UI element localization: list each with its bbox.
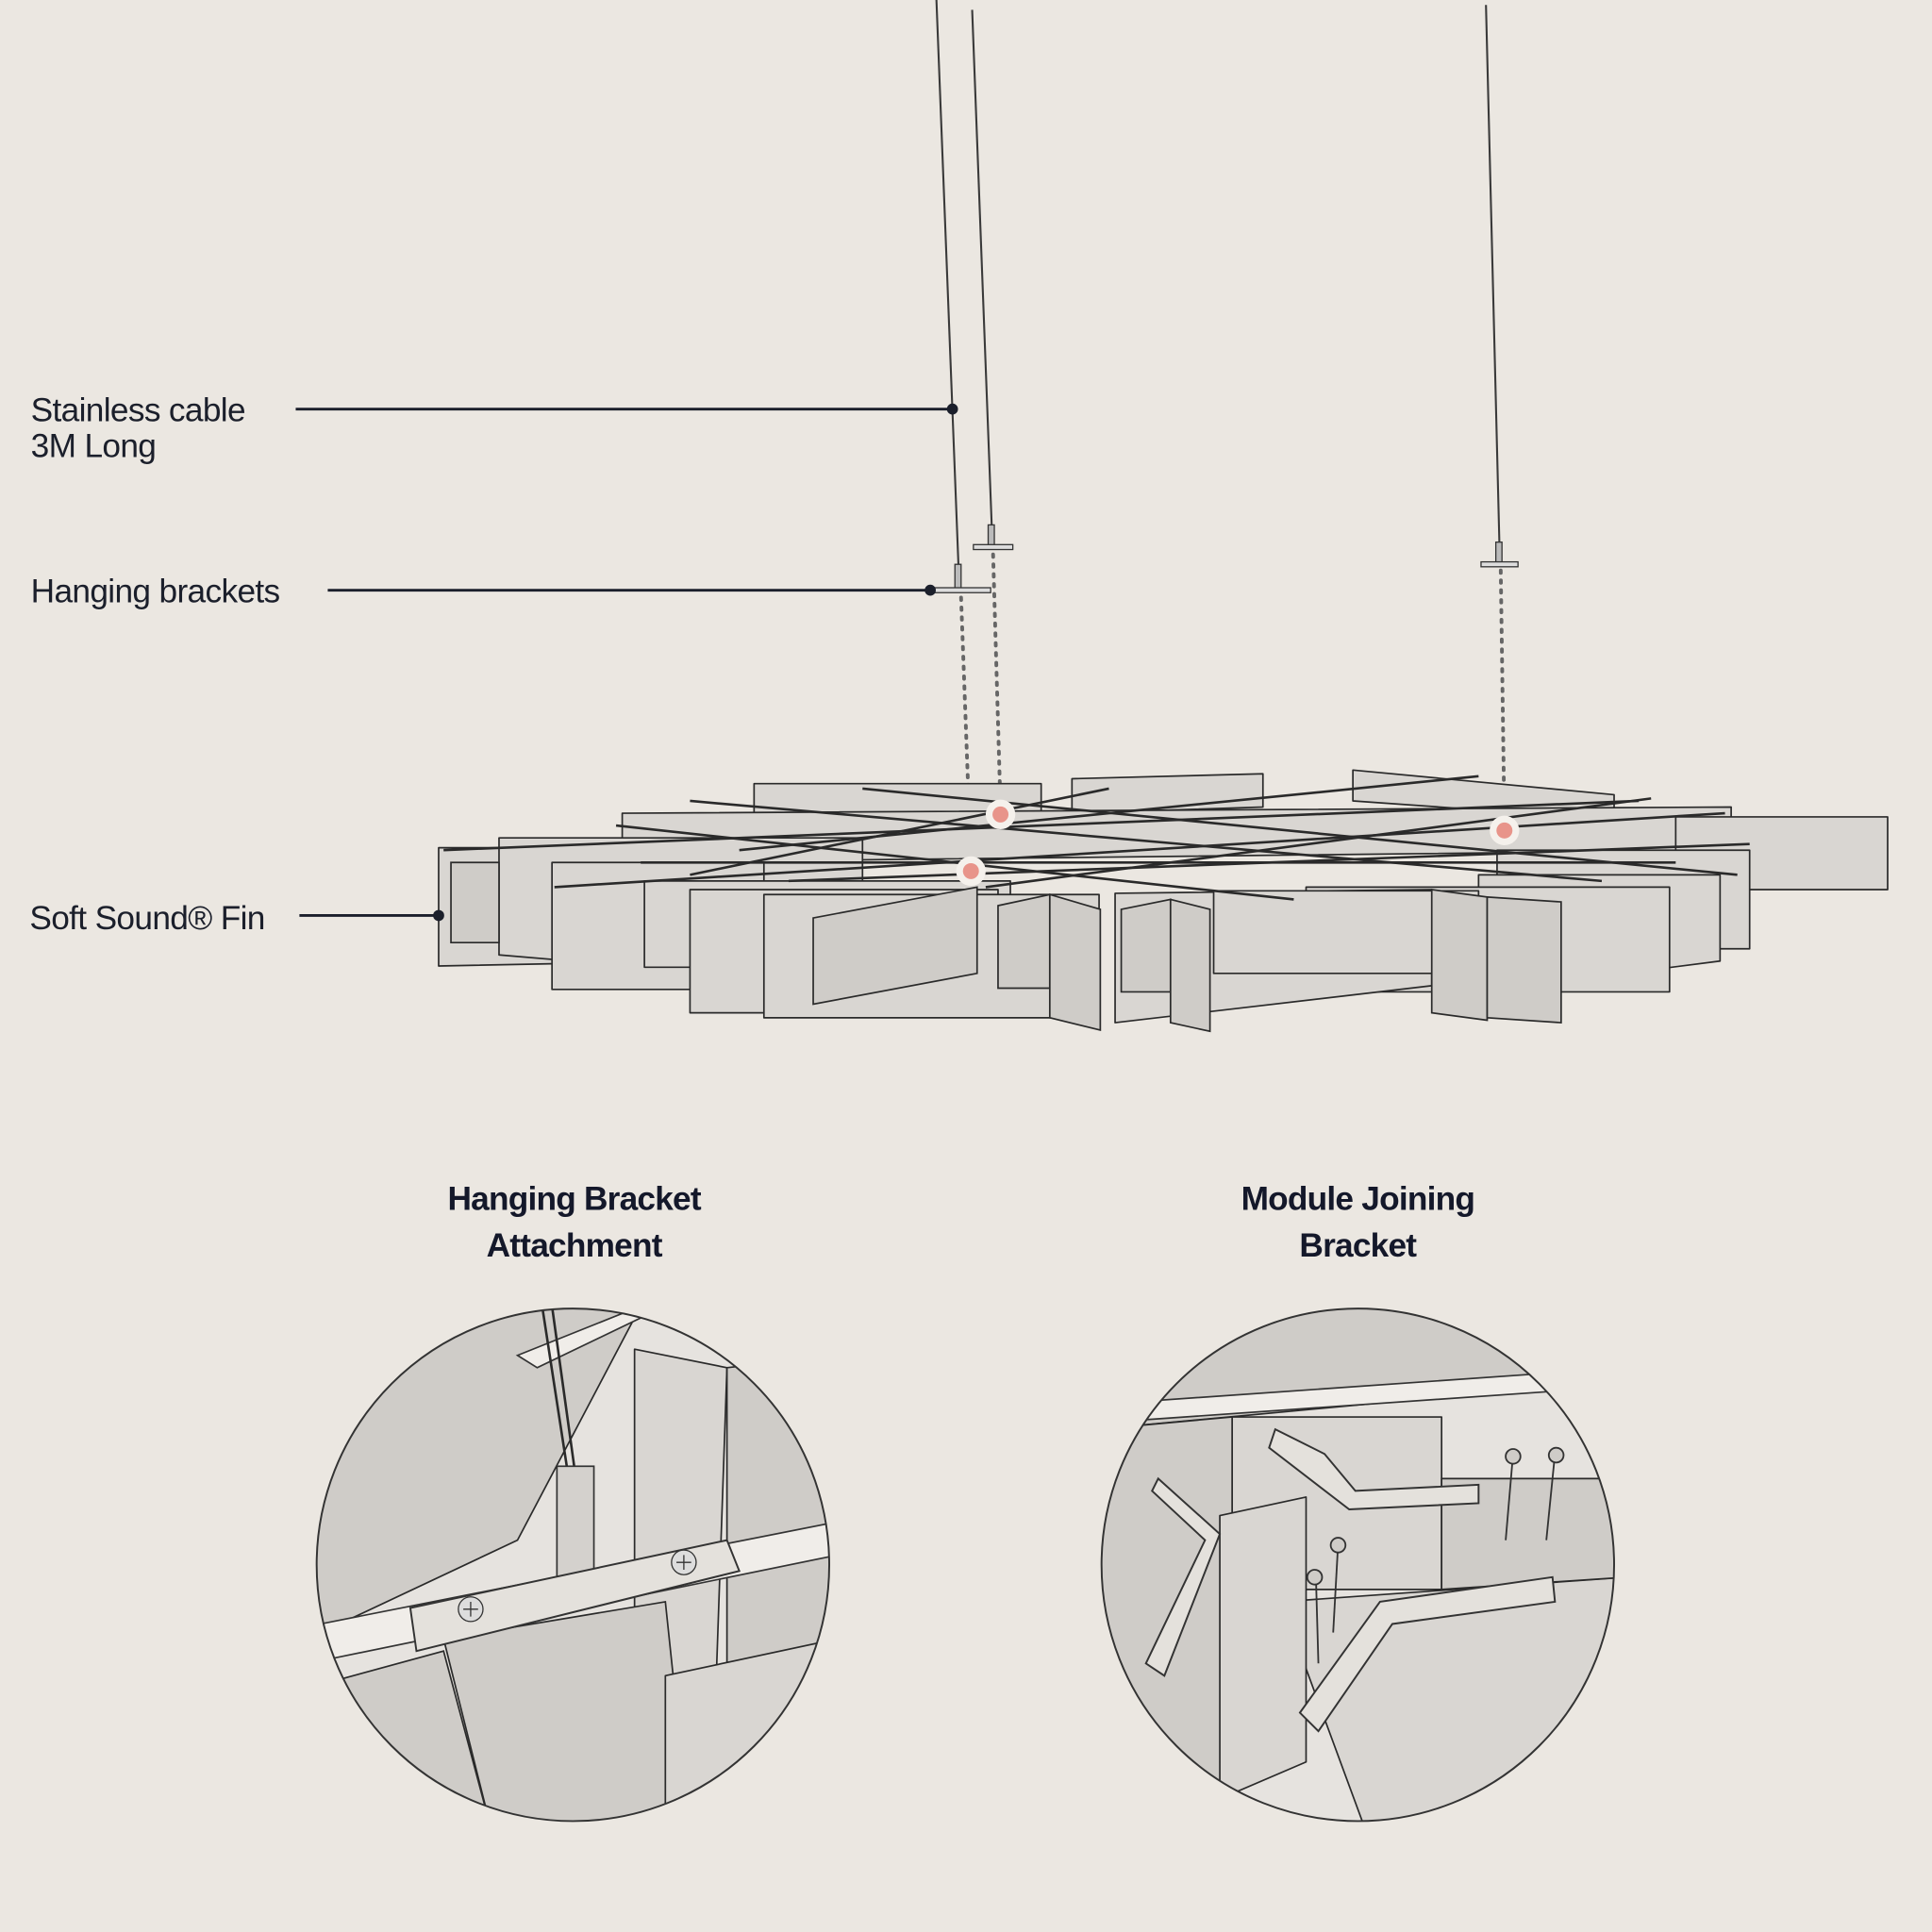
detail-2-title-line2: Bracket — [1299, 1227, 1417, 1264]
detail-hanging-bracket — [315, 1307, 830, 1823]
callout-cable-line2: 3M Long — [31, 428, 157, 465]
svg-text:Bracket: Bracket — [1299, 1227, 1417, 1264]
svg-text:Hanging Bracket: Hanging Bracket — [447, 1181, 701, 1218]
svg-text:Module Joining: Module Joining — [1241, 1181, 1475, 1218]
hanging-brackets — [930, 524, 1519, 593]
svg-text:Attachment: Attachment — [487, 1227, 663, 1264]
callout-fin-label: Soft Sound® Fin — [29, 900, 264, 937]
callout-brackets: Hanging brackets — [31, 574, 936, 610]
callout-brackets-label: Hanging brackets — [31, 574, 280, 610]
stainless-cables — [935, 0, 1501, 570]
detail-1-title-line2: Attachment — [487, 1227, 663, 1264]
svg-text:3M Long: 3M Long — [31, 428, 157, 465]
attach-points — [956, 799, 1520, 887]
svg-text:Stainless cable: Stainless cable — [31, 392, 245, 429]
callout-cable: Stainless cable 3M Long — [31, 392, 958, 465]
soft-sound-fin-module — [438, 769, 1889, 1033]
detail-1-title-line1: Hanging Bracket — [447, 1181, 701, 1218]
callout-fin: Soft Sound® Fin — [29, 900, 444, 937]
callout-cable-line1: Stainless cable — [31, 392, 245, 429]
detail-2-title-line1: Module Joining — [1241, 1181, 1475, 1218]
detail-module-joining-bracket — [1100, 1307, 1615, 1823]
